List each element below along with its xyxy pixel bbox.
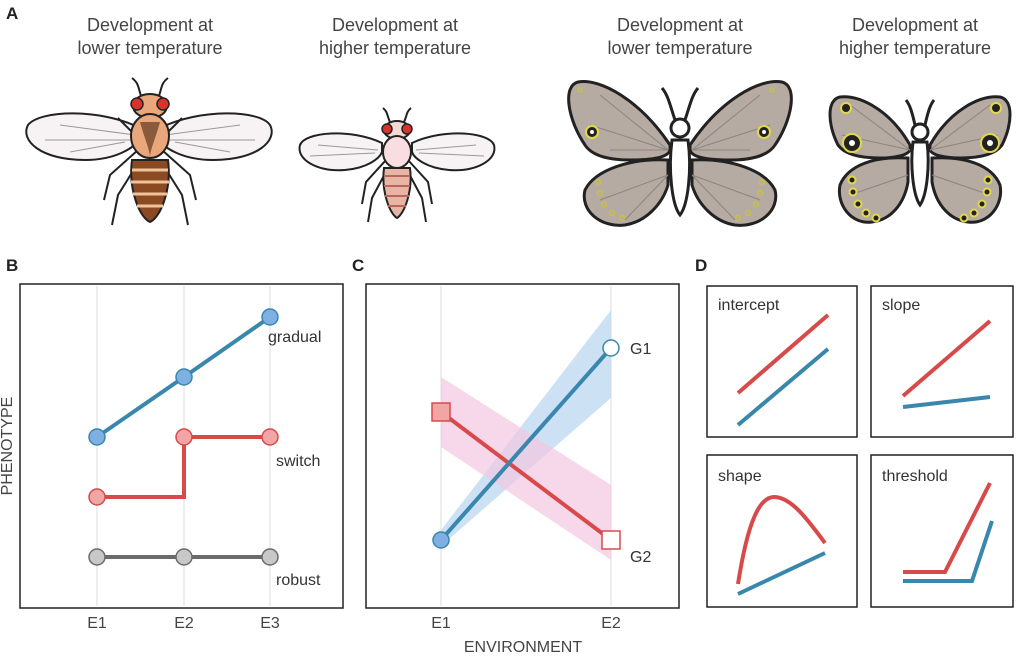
- point-gradual-3: [261, 308, 279, 326]
- caption-fly-higher: Development at higher temperature: [295, 14, 495, 60]
- subplot-intercept-frame: [706, 285, 858, 438]
- intercept-red-line: [736, 313, 830, 395]
- caption-line: Development at: [331, 15, 459, 35]
- subplot-title-slope: slope: [882, 297, 920, 314]
- series-line-g1: [439, 346, 613, 542]
- x-tick-label-c-e2: E2: [601, 615, 621, 632]
- point-robust-2: [175, 548, 193, 566]
- point-g1-e1: [432, 531, 450, 549]
- intercept-blue-line: [736, 347, 830, 427]
- slope-red-line: [901, 319, 992, 398]
- panel-b-letter: B: [6, 256, 19, 275]
- point-g2-e2: [601, 530, 621, 550]
- point-switch-3: [261, 428, 279, 446]
- point-switch-2: [175, 428, 193, 446]
- point-gradual-1: [88, 428, 106, 446]
- caption-line: higher temperature: [318, 38, 472, 58]
- series-label-g1: G1: [630, 341, 651, 358]
- panel-d-letter: D: [695, 256, 708, 275]
- point-switch-1: [88, 488, 106, 506]
- caption-line: lower temperature: [77, 38, 223, 58]
- slope-blue-line: [902, 395, 991, 409]
- butterfly-small-illustration: [828, 95, 1012, 224]
- x-axis-label: ENVIRONMENT: [464, 639, 582, 656]
- point-robust-3: [261, 548, 279, 566]
- subplot-shape-frame: [706, 454, 858, 608]
- x-tick-label-b-e3: E3: [260, 615, 280, 632]
- caption-butterfly-higher: Development at higher temperature: [815, 14, 1015, 60]
- series-label-switch: switch: [276, 453, 320, 470]
- series-label-g2: G2: [630, 549, 651, 566]
- panel-a-letter: A: [6, 4, 19, 23]
- threshold-blue-line: [903, 520, 994, 583]
- subplot-title-shape: shape: [718, 468, 762, 485]
- series-line-switch: [97, 435, 270, 499]
- fly-small-illustration: [298, 107, 496, 223]
- point-g2-e1: [431, 402, 451, 422]
- threshold-red-line: [903, 482, 992, 574]
- caption-line: lower temperature: [607, 38, 753, 58]
- point-robust-1: [88, 548, 106, 566]
- shape-red-curve: [736, 495, 827, 585]
- fly-large-illustration: [25, 77, 273, 226]
- shape-blue-line: [737, 551, 826, 596]
- caption-line: Development at: [616, 15, 744, 35]
- subplot-title-intercept: intercept: [718, 297, 780, 314]
- caption-line: Development at: [851, 15, 979, 35]
- butterfly-large-illustration: [567, 80, 793, 227]
- series-line-g2: [439, 410, 613, 542]
- band-g2: [441, 377, 611, 560]
- point-g1-e2: [602, 339, 620, 357]
- x-tick-label-b-e1: E1: [87, 615, 107, 632]
- x-tick-label-b-e2: E2: [174, 615, 194, 632]
- caption-line: Development at: [86, 15, 214, 35]
- subplot-title-threshold: threshold: [882, 468, 948, 485]
- band-g1: [441, 310, 611, 546]
- series-label-gradual: gradual: [268, 329, 321, 346]
- caption-fly-lower: Development at lower temperature: [50, 14, 250, 60]
- y-axis-label: PHENOTYPE: [0, 397, 16, 496]
- caption-butterfly-lower: Development at lower temperature: [580, 14, 780, 60]
- series-label-robust: robust: [276, 572, 321, 589]
- x-tick-label-c-e1: E1: [431, 615, 451, 632]
- caption-line: higher temperature: [838, 38, 992, 58]
- panel-b-chart: E1 E2 E3 gradual switch robust: [87, 286, 321, 632]
- panel-c-letter: C: [352, 256, 365, 275]
- point-gradual-2: [175, 368, 193, 386]
